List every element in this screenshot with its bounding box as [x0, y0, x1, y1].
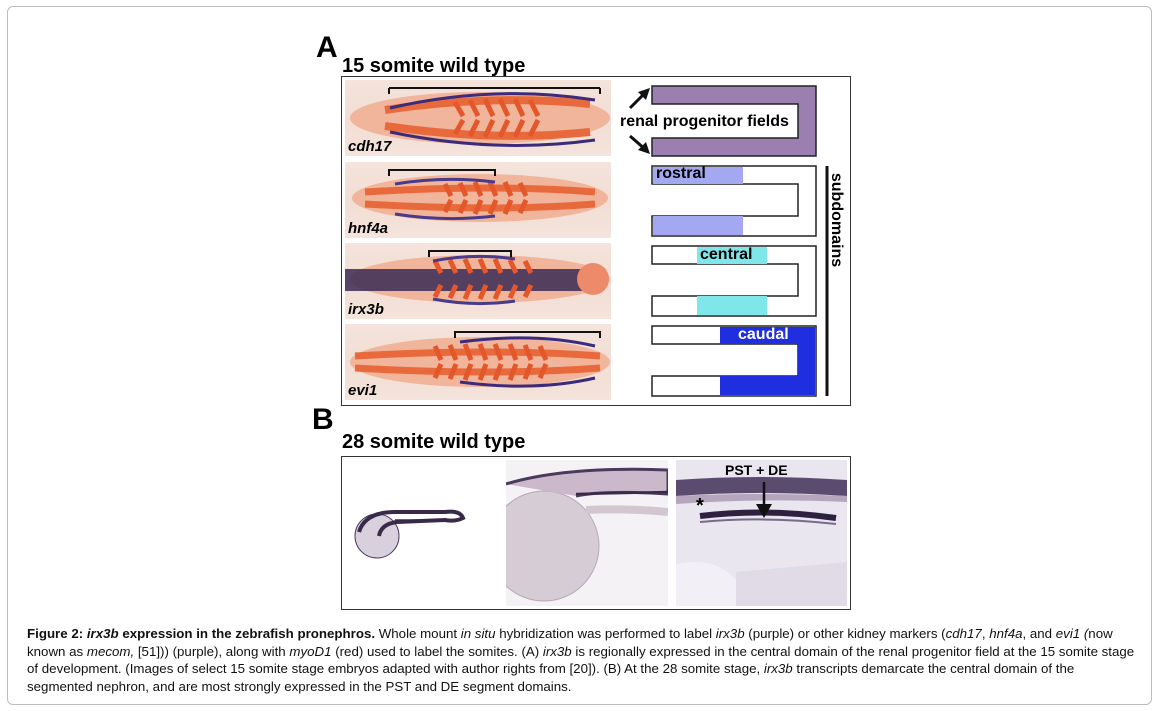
panel-a-letter: A: [316, 31, 338, 64]
panel-a-title: 15 somite wild type: [342, 55, 526, 77]
caption-italic: cdh17: [945, 626, 982, 641]
panel-b-letter: B: [312, 403, 334, 436]
central-bottom-fill: [697, 296, 767, 315]
caption-text: hybridization was performed to label: [495, 626, 716, 641]
caption-text: is regionally expressed in the central d…: [27, 643, 1135, 677]
gene-label-evi1: evi1: [348, 382, 378, 399]
rostral-label: rostral: [656, 165, 706, 182]
caption-bold-rest: expression in the zebrafish pronephros.: [118, 626, 376, 641]
embryo-hnf4a: hnf4a: [345, 162, 611, 238]
caption-text: (purple) or other kidney markers (: [744, 626, 946, 641]
renal-progenitor-label: renal progenitor fields: [616, 113, 793, 131]
caption-italic: irx3b: [715, 626, 745, 641]
central-label: central: [700, 246, 753, 263]
caption-text: (red) used to label the somites. (A): [331, 643, 543, 659]
panel-b-title: 28 somite wild type: [342, 431, 526, 453]
central-top-fill: [697, 247, 767, 264]
caption-italic: hnf4a: [989, 626, 1023, 641]
embryo-whole-image: [345, 460, 495, 606]
gene-label-cdh17: cdh17: [348, 138, 392, 155]
subdomains-label: subdomains: [828, 172, 845, 268]
caudal-label: caudal: [738, 326, 789, 343]
caption-italic: irx3b: [763, 661, 793, 676]
figure-caption: Figure 2: irx3b expression in the zebraf…: [27, 625, 1137, 695]
gene-label-irx3b: irx3b: [348, 301, 384, 318]
caption-italic: myoD1: [289, 643, 332, 659]
caption-text: ,: [981, 626, 990, 641]
caption-text: transcripts demarcate the central domain…: [27, 661, 1075, 694]
embryo-hnf4a-image: [352, 169, 608, 222]
embryo-evi1-image: [350, 331, 610, 388]
renal-field-shape: [651, 85, 817, 157]
embryo-cdh17: cdh17: [345, 80, 611, 156]
pst-de-label: PST + DE: [725, 462, 788, 478]
caption-text: , and: [1022, 626, 1056, 641]
caption-bold-gene: irx3b: [86, 626, 119, 641]
rostral-top-fill: [653, 167, 743, 184]
caption-italic: irx3b: [542, 643, 572, 659]
embryo-evi1: evi1: [345, 324, 611, 400]
caption-text: [51])) (purple), along with: [134, 643, 290, 659]
gene-label-hnf4a: hnf4a: [348, 220, 389, 237]
caption-italic: evi1 (: [1055, 626, 1089, 641]
embryo-irx3b-image: [345, 250, 610, 306]
caption-text: Whole mount: [375, 626, 461, 641]
caption-italic: in situ: [460, 626, 496, 641]
renal-schematic: [628, 85, 829, 397]
embryo-irx3b: irx3b: [345, 243, 611, 319]
embryo-mid-zoom-image: [506, 460, 668, 606]
embryo-high-zoom-image: PST + DE *: [676, 460, 847, 606]
caption-bold-prefix: Figure 2:: [27, 626, 87, 641]
caption-text: now known as: [27, 626, 1113, 659]
caudal-fill: [720, 327, 815, 395]
asterisk-marker: *: [696, 495, 704, 517]
caption-italic: mecom,: [86, 643, 135, 659]
rostral-bottom-fill: [653, 216, 743, 235]
embryo-cdh17-image: [350, 87, 610, 147]
